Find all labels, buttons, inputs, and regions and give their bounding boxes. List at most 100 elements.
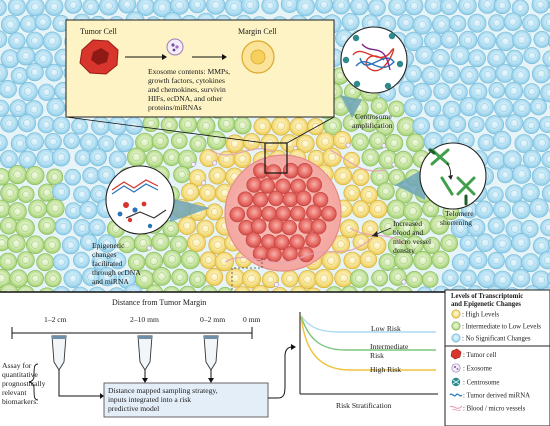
tissue-cell — [217, 150, 236, 169]
tissue-cell — [97, 135, 115, 153]
tissue-cell-nucleus — [57, 19, 65, 28]
tissue-cell-nucleus — [464, 274, 473, 282]
tissue-cell — [351, 200, 370, 218]
tissue-cell — [171, 132, 188, 150]
tumor-cell-label: Tumor Cell — [80, 27, 118, 36]
tissue-cell-nucleus — [320, 0, 328, 9]
tumor-cell — [282, 162, 299, 179]
risk-plot: Low Risk Intermediate Risk High Risk Ris… — [299, 312, 438, 410]
tissue-cell-nucleus — [41, 258, 50, 267]
tissue-cell-nucleus — [528, 51, 536, 60]
tissue-cell-nucleus — [30, 171, 40, 180]
tissue-cell-nucleus — [491, 191, 499, 199]
centrosome-icon — [451, 377, 461, 387]
tissue-cell-nucleus — [364, 191, 373, 199]
tissue-cell — [189, 270, 207, 288]
legend-vessels-label: : Blood / micro vessels — [463, 406, 526, 413]
tissue-cell — [538, 251, 550, 270]
tissue-cell-nucleus — [429, 137, 438, 146]
tissue-cell — [37, 83, 56, 101]
tissue-cell — [485, 115, 505, 135]
tissue-cell-nucleus — [75, 122, 84, 130]
tissue-cell — [449, 15, 467, 33]
tissue-cell — [17, 185, 35, 203]
legend-centrosome: : Centrosome — [451, 377, 499, 387]
tissue-cell — [432, 114, 451, 133]
tissue-cell-nucleus — [446, 274, 454, 282]
tissue-cell — [281, 270, 299, 288]
tissue-cell — [487, 251, 505, 270]
tissue-cell-nucleus — [527, 121, 535, 130]
tissue-cell — [479, 66, 497, 84]
tissue-cell — [208, 235, 227, 255]
tissue-cell-nucleus — [463, 1, 472, 10]
tissue-cell-nucleus — [462, 136, 470, 145]
tissue-cell-nucleus — [447, 106, 456, 114]
tissue-cell — [459, 269, 477, 287]
tissue-cell — [44, 270, 62, 288]
tissue-cell — [393, 150, 413, 170]
tumor-cells — [229, 162, 337, 263]
tissue-cell-nucleus — [210, 273, 219, 281]
tissue-cell — [115, 133, 134, 153]
tissue-cell-nucleus — [210, 208, 219, 216]
tissue-cell-nucleus — [33, 204, 42, 213]
tissue-cell-nucleus — [194, 140, 202, 148]
tumor-cell — [229, 206, 246, 223]
tissue-cell-nucleus — [516, 71, 525, 80]
epigenetic-changes: Epigenetic changes facilitated through e… — [92, 165, 210, 286]
tissue-cell — [307, 117, 325, 136]
tissue-cell-nucleus — [493, 19, 501, 27]
tissue-cell — [378, 253, 397, 272]
tissue-cell-nucleus — [301, 139, 310, 148]
tissue-cell — [492, 130, 512, 150]
tissue-cell — [523, 83, 541, 101]
tissue-cell-nucleus — [174, 240, 183, 249]
tissue-cell — [403, 201, 423, 221]
tissue-cell-nucleus — [165, 121, 173, 129]
centrosome-amplification: Centrosome amplification — [340, 26, 408, 130]
tissue-cell-nucleus — [490, 120, 499, 129]
tissue-cell-nucleus — [186, 188, 195, 197]
exosome-icon — [212, 160, 218, 166]
tissue-cell-nucleus — [493, 86, 501, 94]
tissue-cell-nucleus — [465, 71, 474, 80]
tissue-cell-nucleus — [122, 275, 131, 284]
tissue-cell-nucleus — [327, 256, 336, 265]
tissue-cell — [406, 133, 425, 152]
tissue-cell-nucleus — [222, 119, 231, 128]
tissue-cell-nucleus — [355, 274, 364, 283]
tissue-cell — [522, 117, 540, 135]
tissue-cell-nucleus — [183, 155, 192, 164]
tissue-cell-nucleus — [78, 224, 87, 232]
tissue-cell-nucleus — [501, 37, 510, 46]
tissue-cell-nucleus — [355, 2, 364, 11]
tissue-cell-nucleus — [57, 187, 66, 196]
tissue-cell-nucleus — [517, 35, 526, 45]
tissue-cell-nucleus — [545, 18, 550, 27]
tissue-cell-nucleus — [474, 87, 483, 96]
tissue-cell — [188, 0, 206, 14]
tissue-cell — [477, 134, 495, 152]
tissue-cell-nucleus — [481, 238, 490, 247]
low-risk-curve — [300, 315, 436, 333]
tissue-cell-nucleus — [338, 136, 347, 145]
tissue-cell — [199, 251, 218, 269]
tissue-cell-nucleus — [39, 54, 48, 63]
tissue-cell-nucleus — [480, 205, 489, 214]
tissue-cell — [388, 0, 407, 16]
tissue-cell-nucleus — [139, 239, 148, 247]
tissue-cell — [421, 271, 439, 288]
tissue-cell-nucleus — [336, 72, 344, 80]
tissue-cell — [25, 166, 45, 186]
tissue-cell-nucleus — [12, 2, 21, 11]
tissue-cell-nucleus — [364, 255, 373, 264]
tissue-cell — [208, 166, 227, 185]
tissue-cell — [15, 218, 35, 238]
tissue-cell-nucleus — [437, 119, 446, 128]
tissue-cell-nucleus — [303, 275, 312, 284]
tissue-cell-nucleus — [534, 203, 544, 213]
tissue-cell-nucleus — [345, 224, 354, 233]
tissue-cell — [431, 49, 450, 68]
